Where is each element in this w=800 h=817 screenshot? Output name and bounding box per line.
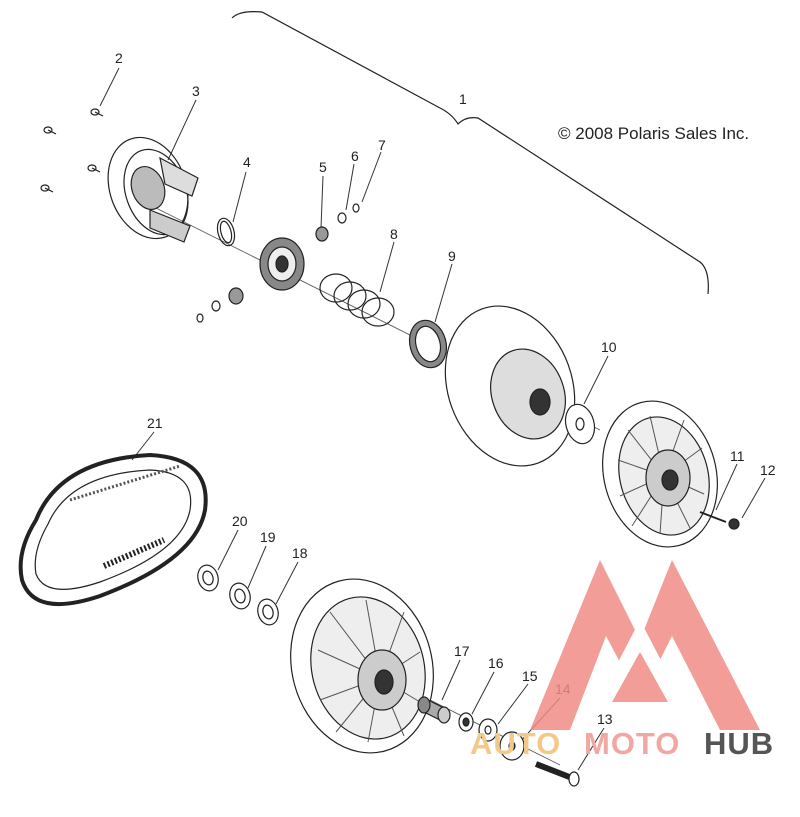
callout-2: 2 [115,50,123,66]
callout-9: 9 [448,248,456,264]
watermark-logo-icon [530,560,760,730]
callout-12: 12 [760,462,776,478]
nut-12 [728,518,740,530]
leader-3 [167,99,197,161]
spacer-17 [417,696,451,724]
callout-5: 5 [319,159,327,175]
washer-20 [197,564,219,592]
bushing-5 [315,226,329,242]
group-bracket [231,11,709,295]
callout-10: 10 [601,339,617,355]
callout-7: 7 [378,137,386,153]
washer-18 [257,598,279,626]
spring [319,273,395,327]
bolt-13 [534,761,580,787]
callout-11: 11 [730,448,745,464]
callout-17: 17 [454,643,470,659]
callout-4: 4 [243,154,251,170]
leader-16 [471,671,495,715]
leader-2 [99,67,120,107]
moveable-sheave [444,305,576,467]
copyright-text: © 2008 Polaris Sales Inc. [558,124,750,143]
leader-5 [320,175,324,229]
callout-15: 15 [522,668,538,684]
clip-left [196,313,204,323]
leader-12 [741,477,766,519]
fixed-sheave [602,400,718,548]
clutch-cover [107,136,199,243]
callout-8: 8 [390,226,398,242]
bolt-11 [699,511,727,523]
callout-16: 16 [488,655,504,671]
leader-11 [715,463,738,511]
callout-20: 20 [232,513,248,529]
drive-belt [18,452,208,606]
callout-3: 3 [192,83,200,99]
leader-10 [583,355,609,405]
leader-20 [217,529,239,571]
callout-1: 1 [459,91,467,107]
bushing-left [228,287,244,305]
leader-4 [232,171,247,223]
washer-6 [337,212,347,224]
leader-8 [379,241,395,293]
leader-19 [247,545,267,589]
washer-10 [564,403,596,445]
callout-13: 13 [597,711,613,727]
watermark-text-moto: MOTO [584,726,681,761]
callout-18: 18 [292,545,308,561]
callout-21: 21 [147,415,163,431]
leader-17 [441,659,461,701]
leader-13 [577,727,605,771]
snap-ring [216,217,236,247]
leader-15 [497,683,529,725]
leader-9 [434,263,453,323]
callout-19: 19 [260,529,276,545]
leader-6 [345,163,355,211]
leader-7 [361,151,382,203]
leader-18 [275,561,299,605]
spider-assembly [259,237,305,291]
washer-left [211,300,221,312]
watermark-text-auto: AUTO [470,726,562,761]
clip-7 [352,203,360,213]
driven-sheave [290,578,434,754]
washer-19 [229,582,251,610]
screws [40,108,104,193]
washer-15 [478,718,498,742]
callout-6: 6 [351,148,359,164]
watermark-text-hub: HUB [704,726,775,761]
